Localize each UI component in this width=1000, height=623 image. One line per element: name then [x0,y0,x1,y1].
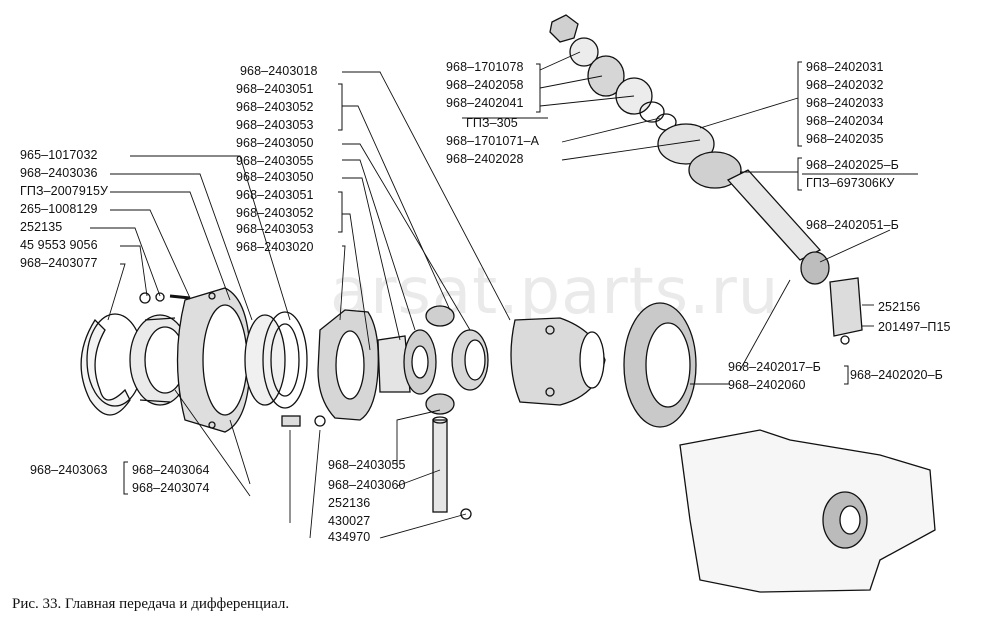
part-label: 968–2403018 [240,64,318,78]
part-label: 252135 [20,220,63,234]
differential-case-left-part [317,309,379,421]
part-label: 968–2403064 [132,463,210,477]
part-label: 968–2403055 [328,458,406,472]
part-label: 968–2403053 [236,118,314,132]
part-label: ГПЗ–305 [466,116,518,130]
satellite-gear-part [425,305,455,415]
part-label: 968–2402058 [446,78,524,92]
part-label: 968–2403055 [236,154,314,168]
part-label: 968–2403060 [328,478,406,492]
part-label: 968–2402025–Б [806,158,899,172]
part-label: 968–2403051 [236,188,314,202]
part-label: 968–2403077 [20,256,98,270]
part-label: ГПЗ–2007915У [20,184,109,198]
part-label: 968–2403052 [236,100,314,114]
part-label: 968–2403053 [236,222,314,236]
part-label: ГПЗ–697306КУ [806,176,895,190]
part-label: 434970 [328,530,371,544]
part-label: 968–2403036 [20,166,98,180]
side-gear-right-part [451,329,489,391]
drive-pinion-assembly [549,14,863,345]
part-label: 968–2402041 [446,96,524,110]
part-label: 968–2403050 [236,170,314,184]
part-label: 968–2402031 [806,60,884,74]
part-label: 968–2402017–Б [728,360,821,374]
label-brackets [123,61,918,495]
part-label: 968–1701071–А [446,134,540,148]
part-label: 968–1701078 [446,60,524,74]
differential-case-right-part [510,317,606,406]
part-label: 45 9553 9056 [20,238,98,252]
bearing-cap-part [176,287,251,433]
part-label: 968–2402028 [446,152,524,166]
part-label: 968–2403063 [30,463,108,477]
part-label: 968–2402033 [806,96,884,110]
part-label: 265–1008129 [20,202,98,216]
part-label: 968–2403051 [236,82,314,96]
crown-gear-part [623,302,697,428]
bolt-part [139,292,472,520]
part-label: 430027 [328,514,371,528]
tapered-bearing-part [244,311,308,409]
part-label: 965–1017032 [20,148,98,162]
part-label: 968–2402034 [806,114,884,128]
part-label: 968–2402060 [728,378,806,392]
part-label: 968–2403050 [236,136,314,150]
part-label: 968–2403020 [236,240,314,254]
part-label: 968–2403052 [236,206,314,220]
part-label: 968–2402020–Б [850,368,943,382]
part-label: 968–2402035 [806,132,884,146]
side-gear-left-part [377,329,437,395]
part-label: 968–2403074 [132,481,210,495]
axle-pin-part [432,416,448,513]
part-label: 968–2402051–Б [806,218,899,232]
figure-caption: Рис. 33. Главная передача и дифференциал… [12,596,290,612]
part-label: 252136 [328,496,371,510]
part-label: 968–2402032 [806,78,884,92]
part-label: 252156 [878,300,921,314]
part-label: 201497–П15 [878,320,951,334]
axle-housing-inset [679,429,936,593]
leader-lines [90,51,891,539]
